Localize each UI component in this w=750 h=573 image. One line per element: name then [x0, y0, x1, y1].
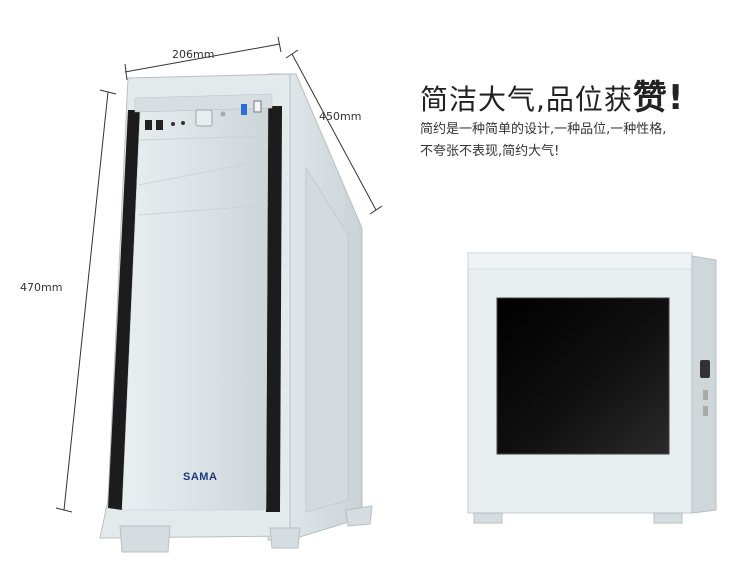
usb-port-2	[156, 120, 163, 130]
audio-jack-1	[171, 122, 175, 126]
depth-dimension-line	[291, 53, 377, 211]
side-io-port	[700, 360, 710, 378]
reset-button	[220, 111, 226, 117]
brand-logo: SAMA	[183, 471, 218, 483]
side-foot-right	[653, 512, 683, 524]
depth-label: 450mm	[319, 110, 362, 123]
height-label: 470mm	[20, 281, 63, 294]
side-window	[496, 297, 670, 455]
right-trim	[266, 106, 282, 512]
usb-port-1	[145, 120, 152, 130]
subtext-line-2: 不夸张不表现,简约大气!	[420, 144, 560, 159]
width-dimension-line	[124, 43, 281, 73]
headline-text: 简洁大气,品位获	[420, 83, 633, 116]
subtext-line-1: 简约是一种简单的设计,一种品位,一种性格,	[420, 122, 667, 137]
power-button	[195, 109, 213, 127]
height-dimension-line	[63, 91, 109, 511]
audio-jack-2	[181, 121, 185, 125]
width-label: 206mm	[172, 48, 215, 61]
headline: 简洁大气,品位获赞!	[420, 70, 684, 119]
front-foot-right	[269, 527, 301, 549]
left-trim	[108, 110, 140, 510]
side-case-edge	[691, 255, 717, 514]
side-foot-left	[473, 512, 503, 524]
front-foot-left	[119, 525, 171, 553]
rear-foot	[345, 505, 373, 527]
headline-emphasis: 赞!	[632, 78, 685, 118]
usb3-port	[241, 104, 247, 115]
